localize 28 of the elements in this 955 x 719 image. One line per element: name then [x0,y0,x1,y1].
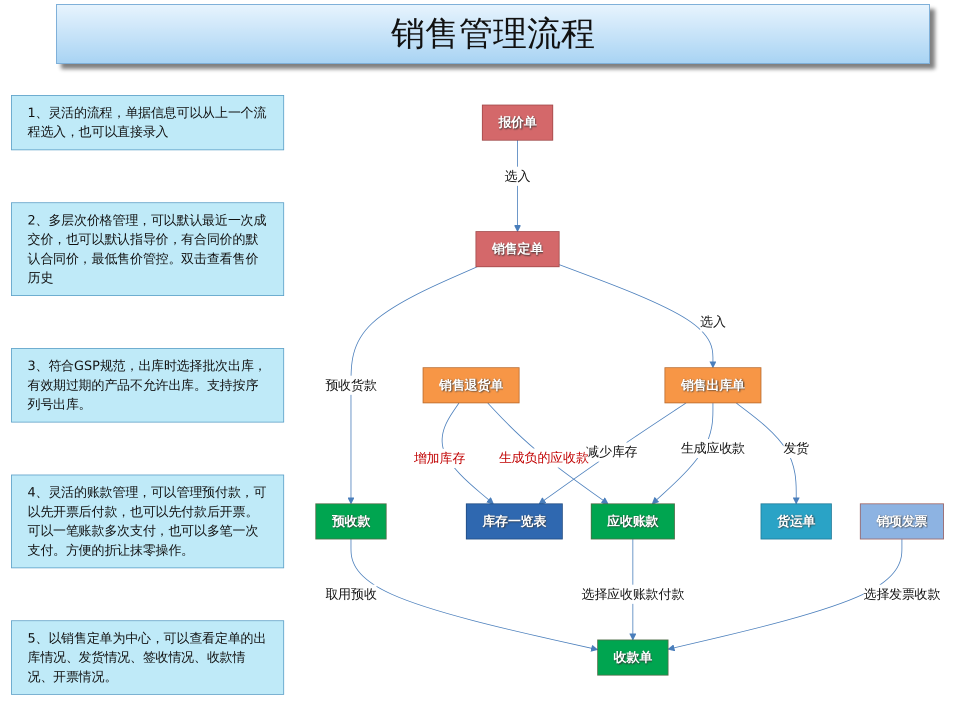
node-box: 预收款 [315,504,387,540]
node-box: 应收账款 [590,504,675,540]
node-box: 4、灵活的账款管理，可以管理预付款，可以先开票后付款，也可以先付款后开票。可以一笔账款多次支付，也可以多笔一次支付。方便的折让抹零操作。 [11,474,284,568]
edge-label: 选入 [504,168,530,184]
edge-label: 生成应收款 [680,440,745,456]
node-box: 报价单 [482,104,554,141]
edge-label: 选入 [700,314,726,330]
node-box: 库存一览表 [466,504,563,540]
edge-label: 取用预收 [325,586,377,602]
edge-label: 生成负的应收款 [498,450,589,466]
edge-label: 预收货款 [325,377,377,393]
edge-label: 选择发票收款 [863,586,940,602]
arrow [350,538,598,652]
node-box: 5、以销售定单为中心，可以查看定单的出库情况、发货情况、签收情况、收款情况、开票情况。 [11,620,284,695]
arrow [558,264,716,368]
arrow [668,538,902,652]
node-box: 收款单 [597,640,668,676]
edge-label: 增加库存 [414,450,466,466]
title: 销售管理流程 [56,4,930,64]
node-box: 货运单 [760,504,832,540]
arrow [487,402,608,504]
edge-label: 选择应收账款付款 [582,586,684,602]
arrow [347,266,478,504]
node-box: 3、符合GSP规范，出库时选择批次出库，有效期过期的产品不允许出库。支持按序列号出库。 [11,348,284,423]
arrow [538,402,687,504]
edge-label: 发货 [783,440,810,456]
node-box: 1、灵活的流程，单据信息可以从上一个流程选入，也可以直接录入 [11,95,284,150]
node-box: 2、多层次价格管理，可以默认最近一次成交价，也可以默认指导价，有合同价的默认合同价，最低售价管控。双击查看售价历史 [11,202,284,296]
